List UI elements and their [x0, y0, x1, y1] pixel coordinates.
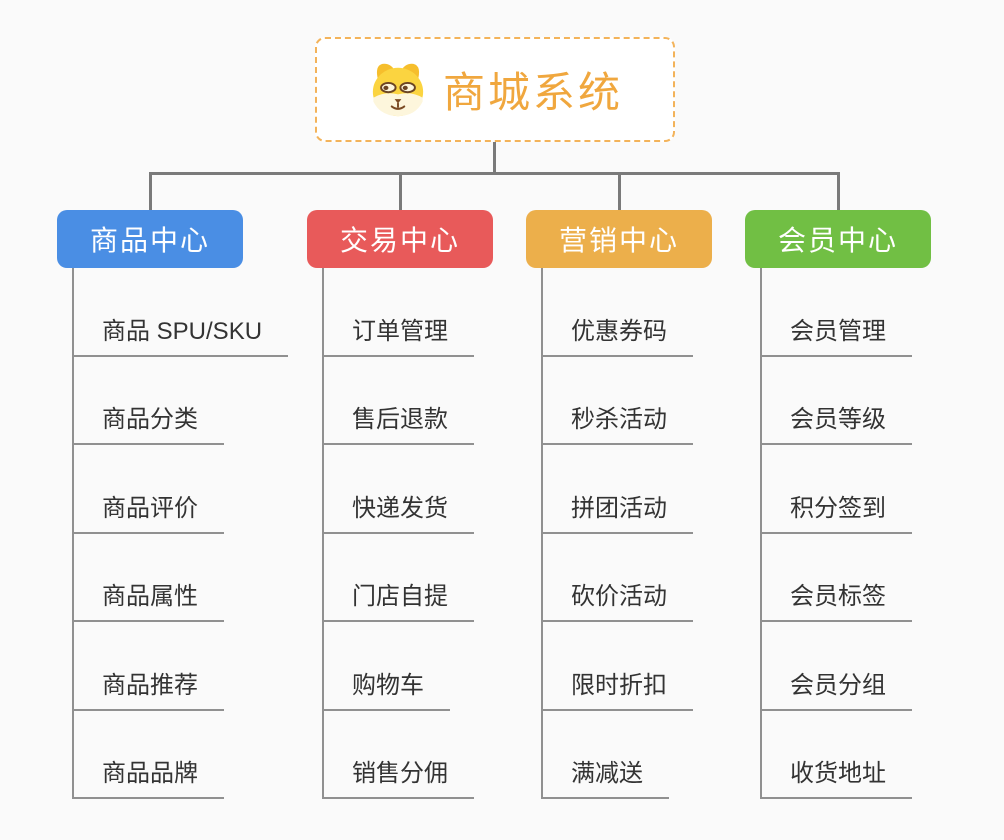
- connector-drop: [149, 174, 152, 210]
- child-topic[interactable]: 秒杀活动: [541, 399, 693, 445]
- branch-header[interactable]: 交易中心: [307, 210, 493, 268]
- child-row: 优惠券码: [541, 268, 712, 357]
- child-row: 售后退款: [322, 357, 493, 445]
- branch-label: 会员中心: [777, 225, 898, 256]
- connector-drop: [618, 174, 621, 210]
- branch-column: 营销中心 优惠券码秒杀活动拼团活动砍价活动限时折扣满减送: [526, 210, 712, 799]
- root-node[interactable]: 商城系统: [315, 37, 675, 142]
- child-row: 订单管理: [322, 268, 493, 357]
- connector-root-trunk: [493, 141, 496, 174]
- branch-body: 优惠券码秒杀活动拼团活动砍价活动限时折扣满减送: [541, 268, 712, 799]
- branch-body: 会员管理会员等级积分签到会员标签会员分组收货地址: [760, 268, 931, 799]
- branch-trunk-line: [72, 268, 74, 799]
- child-row: 积分签到: [760, 445, 931, 534]
- child-topic[interactable]: 拼团活动: [541, 488, 693, 534]
- child-row: 购物车: [322, 622, 493, 711]
- child-row: 会员等级: [760, 357, 931, 445]
- child-row: 商品品牌: [72, 711, 243, 799]
- child-topic[interactable]: 订单管理: [322, 311, 474, 357]
- child-row: 会员标签: [760, 534, 931, 622]
- child-topic[interactable]: 快递发货: [322, 488, 474, 534]
- connector-drop: [837, 174, 840, 210]
- child-topic[interactable]: 优惠券码: [541, 311, 693, 357]
- child-row: 商品评价: [72, 445, 243, 534]
- branch-body: 商品 SPU/SKU 商品分类商品评价商品属性商品推荐商品品牌: [72, 268, 289, 799]
- dog-icon: [372, 63, 424, 116]
- child-topic[interactable]: 会员等级: [760, 399, 912, 445]
- child-row: 会员管理: [760, 268, 931, 357]
- child-row: 会员分组: [760, 622, 931, 711]
- child-topic[interactable]: 商品 SPU/SKU: [72, 311, 289, 357]
- child-row: 收货地址: [760, 711, 931, 799]
- child-row: 销售分佣: [322, 711, 493, 799]
- branch-header[interactable]: 会员中心: [745, 210, 931, 268]
- child-row: 满减送: [541, 711, 712, 799]
- child-topic[interactable]: 限时折扣: [541, 665, 693, 711]
- child-topic[interactable]: 满减送: [541, 753, 669, 799]
- child-topic[interactable]: 收货地址: [760, 753, 912, 799]
- child-topic[interactable]: 商品品牌: [72, 753, 224, 799]
- branch-header[interactable]: 营销中心: [526, 210, 712, 268]
- child-topic[interactable]: 购物车: [322, 665, 450, 711]
- branch-body: 订单管理售后退款快递发货门店自提购物车销售分佣: [322, 268, 493, 799]
- child-topic[interactable]: 商品评价: [72, 488, 224, 534]
- child-row: 秒杀活动: [541, 357, 712, 445]
- child-topic[interactable]: 积分签到: [760, 488, 912, 534]
- branch-trunk-line: [760, 268, 762, 799]
- child-topic[interactable]: 砍价活动: [541, 576, 693, 622]
- child-row: 商品 SPU/SKU: [72, 268, 289, 357]
- child-row: 商品属性: [72, 534, 243, 622]
- child-row: 商品推荐: [72, 622, 243, 711]
- child-row: 商品分类: [72, 357, 243, 445]
- child-topic[interactable]: 售后退款: [322, 399, 474, 445]
- branch-header[interactable]: 商品中心: [57, 210, 243, 268]
- child-row: 砍价活动: [541, 534, 712, 622]
- branch-label: 营销中心: [558, 225, 679, 256]
- child-row: 拼团活动: [541, 445, 712, 534]
- branch-label: 商品中心: [89, 225, 210, 256]
- child-row: 限时折扣: [541, 622, 712, 711]
- connector-drop: [399, 174, 402, 210]
- connector-rail: [149, 172, 840, 175]
- child-topic[interactable]: 会员标签: [760, 576, 912, 622]
- branch-column: 商品中心 商品 SPU/SKU 商品分类商品评价商品属性商品推荐商品品牌: [57, 210, 289, 799]
- branch-trunk-line: [541, 268, 543, 799]
- child-row: 门店自提: [322, 534, 493, 622]
- branch-trunk-line: [322, 268, 324, 799]
- child-topic[interactable]: 商品分类: [72, 399, 224, 445]
- branch-label: 交易中心: [339, 225, 460, 256]
- child-topic[interactable]: 会员管理: [760, 311, 912, 357]
- child-row: 快递发货: [322, 445, 493, 534]
- child-topic[interactable]: 商品推荐: [72, 665, 224, 711]
- branch-column: 交易中心 订单管理售后退款快递发货门店自提购物车销售分佣: [307, 210, 493, 799]
- root-title: 商城系统: [442, 69, 623, 116]
- branch-column: 会员中心 会员管理会员等级积分签到会员标签会员分组收货地址: [745, 210, 931, 799]
- child-topic[interactable]: 门店自提: [322, 576, 474, 622]
- child-topic[interactable]: 会员分组: [760, 665, 912, 711]
- child-topic[interactable]: 销售分佣: [322, 753, 474, 799]
- child-topic[interactable]: 商品属性: [72, 576, 224, 622]
